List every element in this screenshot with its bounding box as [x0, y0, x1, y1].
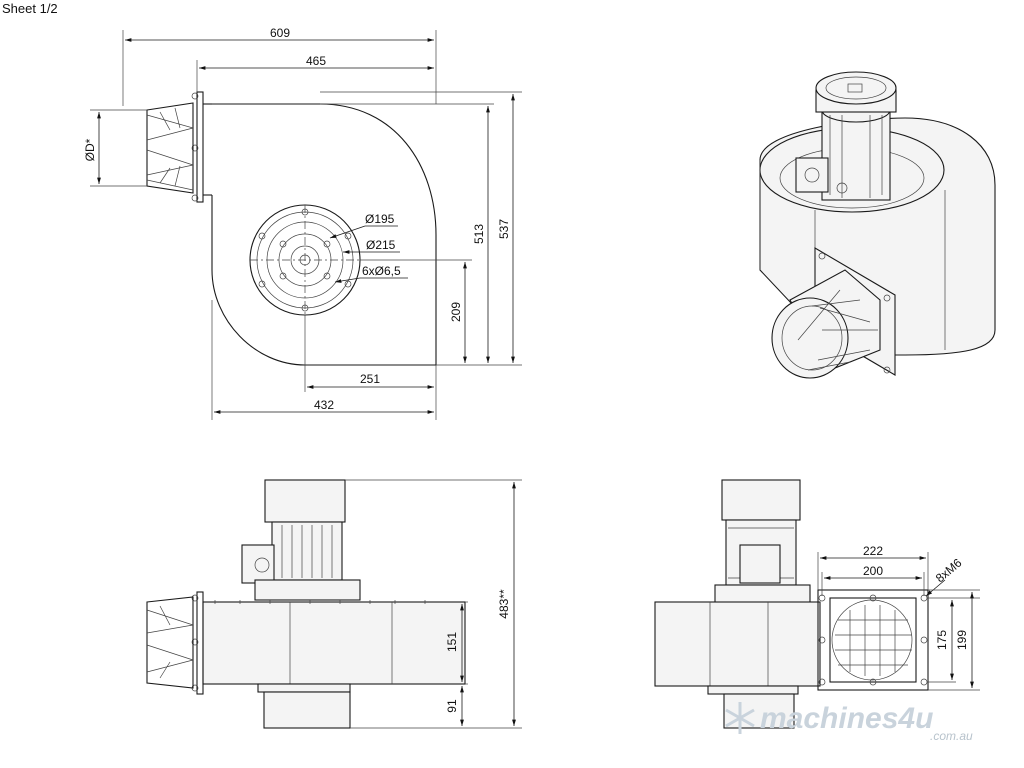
- dim-513: 513: [472, 224, 486, 244]
- watermark: machines4u .com.au: [725, 702, 973, 743]
- dim-251: 251: [360, 372, 380, 386]
- side-view: 483** 151 91: [146, 479, 522, 729]
- dim-465: 465: [306, 54, 326, 68]
- dim-hub-195: Ø195: [365, 212, 395, 226]
- dim-199: 199: [955, 630, 969, 650]
- dim-151: 151: [445, 632, 459, 652]
- dim-483: 483**: [497, 589, 511, 619]
- dim-537: 537: [497, 219, 511, 239]
- inlet-cone: [146, 102, 194, 194]
- dim-222: 222: [863, 544, 883, 558]
- snowflake-icon: [725, 702, 755, 734]
- dim-209: 209: [449, 302, 463, 322]
- dim-200: 200: [863, 564, 883, 578]
- motor-hub: [249, 204, 361, 316]
- front-view: 222 200 8xM6 175 199: [654, 479, 980, 729]
- dim-432: 432: [314, 398, 334, 412]
- dim-609: 609: [270, 26, 290, 40]
- dim-hub-holes: 6xØ6,5: [362, 264, 401, 278]
- dim-91: 91: [445, 699, 459, 713]
- sheet-label: Sheet 1/2: [2, 1, 58, 16]
- watermark-domain: .com.au: [930, 729, 973, 743]
- dim-hub-215: Ø215: [366, 238, 396, 252]
- dim-8xm6: 8xM6: [933, 556, 965, 586]
- isometric-view: [759, 71, 996, 379]
- dim-inlet-diameter: ØD*: [83, 138, 97, 161]
- top-view: 609 465 ØD* Ø195 Ø215 6xØ6,5 537 513 209: [83, 26, 522, 420]
- dim-175: 175: [935, 630, 949, 650]
- watermark-brand: machines4u: [760, 702, 933, 735]
